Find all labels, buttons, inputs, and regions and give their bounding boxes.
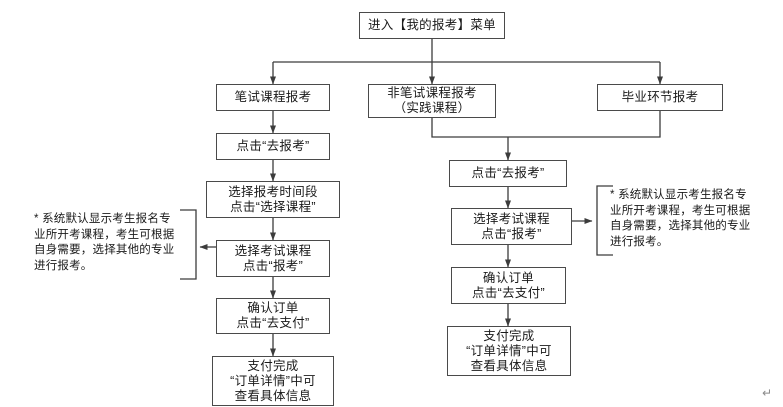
note-right-text: * 系统默认显示考生报名专 业所开考课程，考生可根据 自身需要，选择其他的专业 … bbox=[610, 189, 751, 248]
node-branch-graduation[interactable]: 毕业环节报考 bbox=[597, 84, 723, 111]
node-branch-written-exam[interactable]: 笔试课程报考 bbox=[216, 84, 330, 111]
node-right-step-4-label: 支付完成 “订单详情”中可 查看具体信息 bbox=[466, 328, 552, 373]
node-left-step-4[interactable]: 确认订单 点击“去支付” bbox=[216, 298, 330, 334]
node-right-step-1-label: 点击“去报考” bbox=[471, 166, 545, 180]
node-left-step-4-label: 确认订单 点击“去支付” bbox=[236, 301, 310, 330]
node-left-step-5-label: 支付完成 “订单详情”中可 查看具体信息 bbox=[230, 358, 316, 403]
node-left-step-5[interactable]: 支付完成 “订单详情”中可 查看具体信息 bbox=[212, 356, 334, 406]
node-branch-written-exam-label: 笔试课程报考 bbox=[234, 90, 312, 104]
node-branch-non-written-exam[interactable]: 非笔试课程报考 （实践课程） bbox=[368, 84, 496, 118]
node-branch-non-written-exam-label: 非笔试课程报考 （实践课程） bbox=[387, 86, 477, 115]
node-entry-menu-label: 进入【我的报考】菜单 bbox=[367, 18, 496, 32]
node-right-step-3-label: 确认订单 点击“去支付” bbox=[472, 270, 545, 300]
wire-merge-middle bbox=[431, 118, 508, 138]
node-right-step-1[interactable]: 点击“去报考” bbox=[449, 160, 567, 187]
node-right-step-4[interactable]: 支付完成 “订单详情”中可 查看具体信息 bbox=[447, 326, 571, 376]
node-right-step-3[interactable]: 确认订单 点击“去支付” bbox=[451, 267, 566, 304]
note-left-text: * 系统默认显示考生报名专 业所开考课程，考生可根据 自身需要，选择其他的专业 … bbox=[34, 213, 175, 272]
wire-merge-right bbox=[508, 111, 661, 138]
paragraph-return-mark: ↵ bbox=[762, 386, 773, 400]
node-left-step-1-label: 点击“去报考” bbox=[236, 139, 310, 153]
node-left-step-2[interactable]: 选择报考时间段 点击“选择课程” bbox=[206, 181, 340, 218]
node-left-step-3[interactable]: 选择考试课程 点击“报考” bbox=[216, 240, 330, 277]
node-entry-menu[interactable]: 进入【我的报考】菜单 bbox=[359, 12, 505, 39]
node-left-step-3-label: 选择考试课程 点击“报考” bbox=[234, 243, 312, 273]
node-left-step-1[interactable]: 点击“去报考” bbox=[216, 133, 330, 160]
node-left-step-2-label: 选择报考时间段 点击“选择课程” bbox=[228, 184, 318, 214]
node-right-step-2-label: 选择考试课程 点击“报考” bbox=[473, 211, 550, 241]
node-branch-graduation-label: 毕业环节报考 bbox=[621, 90, 699, 104]
node-right-step-2[interactable]: 选择考试课程 点击“报考” bbox=[451, 208, 572, 245]
